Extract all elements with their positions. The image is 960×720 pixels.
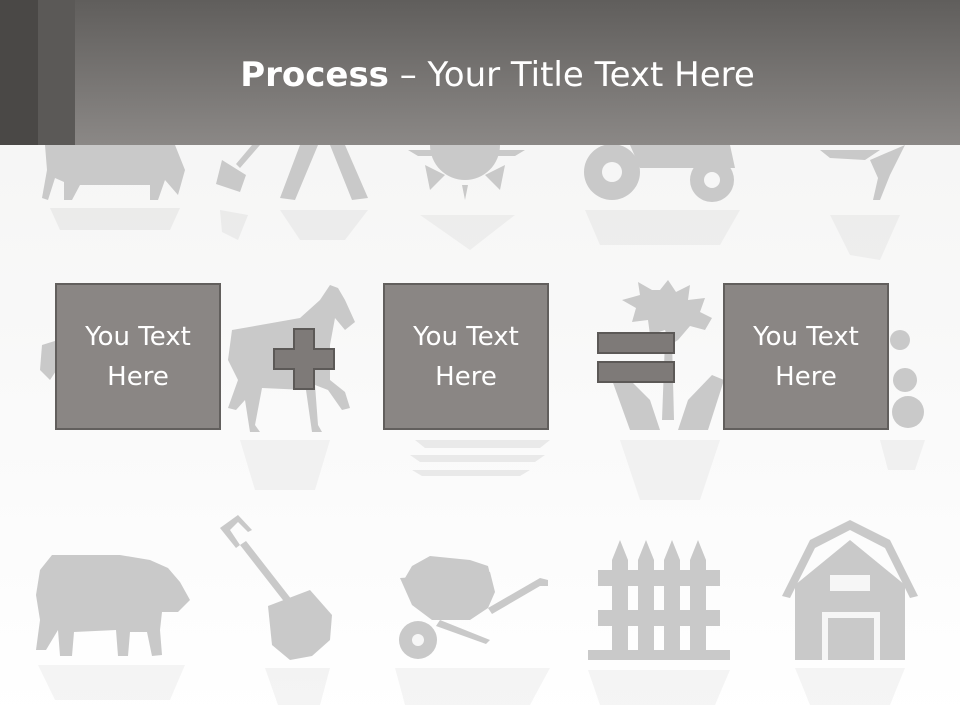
pig-icon [36,555,190,700]
barn-icon [782,520,918,705]
banner-stripe-mid [38,0,75,145]
title-rest: – Your Title Text Here [388,55,755,95]
title-bold: Process [240,55,389,95]
process-box-1-line1: You Text [85,321,191,352]
fence-icon [588,540,730,705]
sun-icon [408,145,525,250]
equals-icon [597,332,675,383]
fruit-icon [880,330,925,470]
process-box-3-line2: Here [775,361,837,392]
banner-stripe-dark [0,0,38,145]
shovel-icon [220,515,332,705]
plus-icon [273,328,335,390]
pitchfork-icon [216,145,260,240]
farmer-icon [280,145,368,240]
process-box-2[interactable]: You Text Here [383,283,549,430]
process-box-3[interactable]: You Text Here [723,283,889,430]
wheat-icon [820,145,905,260]
process-box-3-line1: You Text [753,321,859,352]
wheelbarrow-icon [395,556,550,705]
cow-icon [42,145,185,230]
tractor-icon [584,144,740,245]
process-box-2-line1: You Text [413,321,519,352]
title-banner: Process – Your Title Text Here [0,0,960,145]
tree-in-hands-icon [612,280,724,500]
slide-title: Process – Your Title Text Here [75,52,920,98]
process-box-1[interactable]: You Text Here [55,283,221,430]
process-box-2-line2: Here [435,361,497,392]
process-box-1-line2: Here [107,361,169,392]
